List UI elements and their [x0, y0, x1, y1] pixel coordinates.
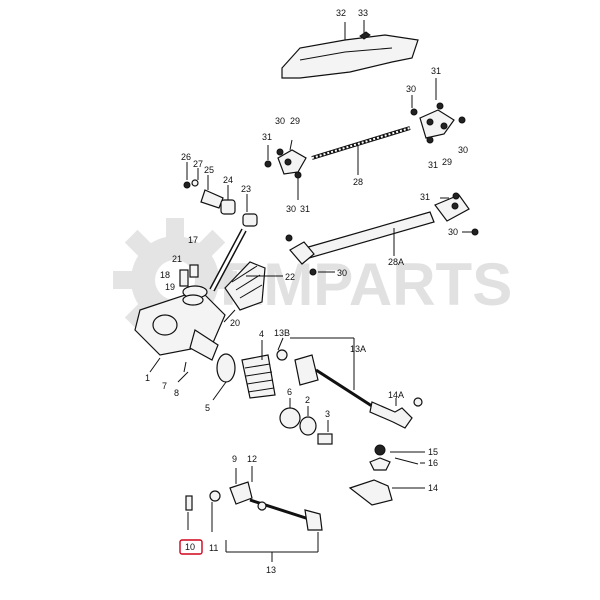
label-31: 31: [420, 192, 430, 202]
o-ring-part: [216, 353, 236, 383]
label-19: 19: [165, 282, 175, 292]
label-6: 6: [287, 387, 292, 397]
label-16: 16: [428, 458, 438, 468]
label-30: 30: [286, 204, 296, 214]
label-18: 18: [160, 270, 170, 280]
label-30: 30: [458, 145, 468, 155]
label-13b: 13B: [274, 328, 290, 338]
heat-shield-part: [281, 31, 419, 79]
label-28a: 28A: [388, 257, 404, 267]
label-25: 25: [204, 165, 214, 175]
label-29: 29: [442, 157, 452, 167]
bolt-3: [317, 433, 333, 445]
callout-labels: 32 33 31 30 30 29 31 30 29 31 28 26 27 2…: [145, 8, 468, 575]
label-12: 12: [247, 454, 257, 464]
label-30: 30: [406, 84, 416, 94]
label-31: 31: [262, 132, 272, 142]
label-26: 26: [181, 152, 191, 162]
watermark-text: RMPARTS: [220, 251, 512, 318]
label-31: 31: [431, 66, 441, 76]
label-15: 15: [428, 447, 438, 457]
washer-2: [299, 416, 317, 436]
label-23: 23: [241, 184, 251, 194]
label-31: 31: [300, 204, 310, 214]
label-30: 30: [448, 227, 458, 237]
label-30: 30: [337, 268, 347, 278]
nut-13b: [276, 349, 288, 361]
label-11: 11: [209, 543, 218, 553]
tie-rod-13: [185, 481, 323, 531]
label-29: 29: [290, 116, 300, 126]
label-22: 22: [285, 272, 295, 282]
tie-rod-end-14: [348, 444, 419, 506]
label-20: 20: [230, 318, 240, 328]
label-27: 27: [193, 159, 203, 169]
bellows-part: [241, 354, 276, 399]
tie-rod-13a: [294, 354, 423, 429]
label-21: 21: [172, 254, 182, 264]
label-32: 32: [336, 8, 346, 18]
label-24: 24: [223, 175, 233, 185]
label-13a: 13A: [350, 344, 366, 354]
label-5: 5: [205, 403, 210, 413]
label-10: 10: [185, 542, 195, 552]
steering-gear-housing: [134, 228, 247, 361]
label-14: 14: [428, 483, 438, 493]
leader-lines: [149, 78, 472, 562]
highlight-part-10: 10: [179, 539, 203, 555]
label-1: 1: [145, 373, 150, 383]
label-2: 2: [305, 395, 310, 405]
label-9: 9: [232, 454, 237, 464]
label-17: 17: [188, 235, 198, 245]
label-28: 28: [353, 177, 363, 187]
label-8: 8: [174, 388, 179, 398]
intermediate-shaft-part: [289, 194, 470, 265]
label-4: 4: [259, 329, 264, 339]
small-fasteners: [183, 179, 258, 227]
rubber-boot-part: [224, 261, 266, 311]
label-13: 13: [266, 565, 276, 575]
label-31: 31: [428, 160, 438, 170]
label-30: 30: [275, 116, 285, 126]
label-3: 3: [325, 409, 330, 419]
label-14a: 14A: [388, 390, 404, 400]
label-33: 33: [358, 8, 368, 18]
label-7: 7: [162, 381, 167, 391]
seal-ring-6: [279, 407, 301, 429]
steering-shaft-part: [277, 109, 455, 175]
